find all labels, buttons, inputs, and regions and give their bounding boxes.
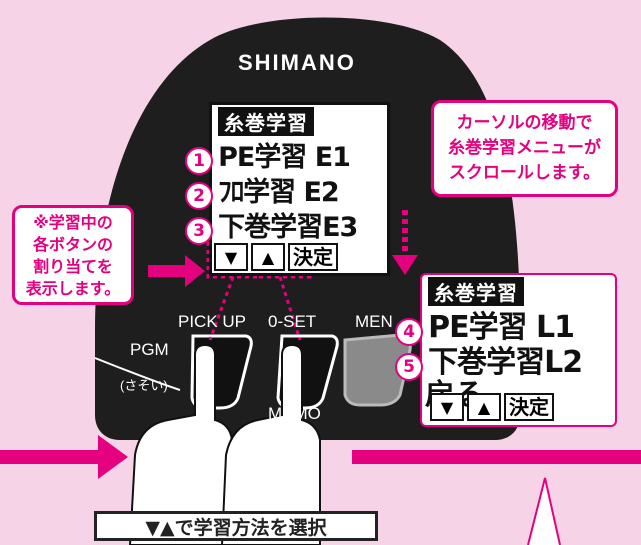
menu-label: MEN	[355, 312, 393, 331]
callout-line: 表示します。	[25, 279, 121, 298]
lcd-row-2: 2 ﾌﾛ学習 E2	[185, 170, 340, 210]
lcd-row-text: ﾌﾛ学習 E2	[218, 177, 340, 208]
callout-line: 糸巻学習メニューが	[448, 138, 601, 158]
pgm-sub-label: (さそい)	[120, 378, 168, 393]
confirm-key-indicator: 決定	[504, 393, 554, 421]
callout-scroll-info: カーソルの移動で 糸巻学習メニューが スクロールします。	[431, 100, 618, 197]
hand-right	[220, 343, 321, 545]
arrow-right-icon	[98, 435, 128, 479]
callout-line: スクロールします。	[448, 163, 601, 183]
number-badge: 2	[185, 182, 213, 210]
lcd-key-indicators: ▼ ▲ 決定	[214, 243, 338, 271]
lcd-title: 糸巻学習	[428, 277, 524, 306]
number-badge: 3	[185, 217, 213, 245]
callout-line: ※学習中の	[33, 213, 113, 232]
zoom-key-indicators: ▼ ▲ 決定	[430, 393, 554, 421]
number-badge: 4	[395, 318, 423, 346]
oset-label: 0-SET	[268, 312, 317, 331]
select-method-label: ▼▲で学習方法を選択	[94, 511, 378, 541]
select-method-text: ▼▲で学習方法を選択	[145, 516, 327, 539]
callout-line: カーソルの移動で	[456, 113, 593, 133]
lcd-row-text: 下巻学習L2	[428, 345, 583, 380]
lcd-row-text: 下巻学習E3	[218, 212, 358, 243]
lcd-title: 糸巻学習	[218, 107, 314, 136]
number-badge: 5	[395, 353, 423, 381]
brand-logo: SHIMANO	[238, 50, 356, 75]
pickup-label: PICK UP	[178, 312, 247, 331]
hand-left	[128, 343, 233, 545]
down-key-indicator: ▼	[430, 393, 464, 421]
zoom-row-2: 5 下巻学習L2	[395, 337, 583, 381]
lcd-row-3: 3 下巻学習E3	[185, 205, 358, 245]
number-badge: 1	[185, 147, 213, 175]
memo-label: MEMO	[268, 404, 321, 423]
down-key-indicator: ▼	[214, 243, 248, 271]
callout-line: 各ボタンの	[32, 235, 113, 254]
callout-line: 割り当てを	[33, 257, 113, 276]
callout-button-assignment: ※学習中の 各ボタンの 割り当てを 表示します。	[12, 205, 134, 305]
zoom-row-1: 4 PE学習 L1	[395, 302, 575, 346]
arrow-right-icon	[148, 255, 205, 287]
lcd-row-text: PE学習 E1	[218, 142, 351, 173]
pgm-label: PGM	[130, 340, 169, 359]
up-key-indicator: ▲	[251, 243, 285, 271]
confirm-key-indicator: 決定	[288, 243, 338, 271]
lcd-row-1: 1 PE学習 E1	[185, 135, 351, 175]
up-key-indicator: ▲	[467, 393, 501, 421]
lcd-row-text: PE学習 L1	[428, 310, 575, 345]
arrow-down-icon	[392, 255, 418, 275]
